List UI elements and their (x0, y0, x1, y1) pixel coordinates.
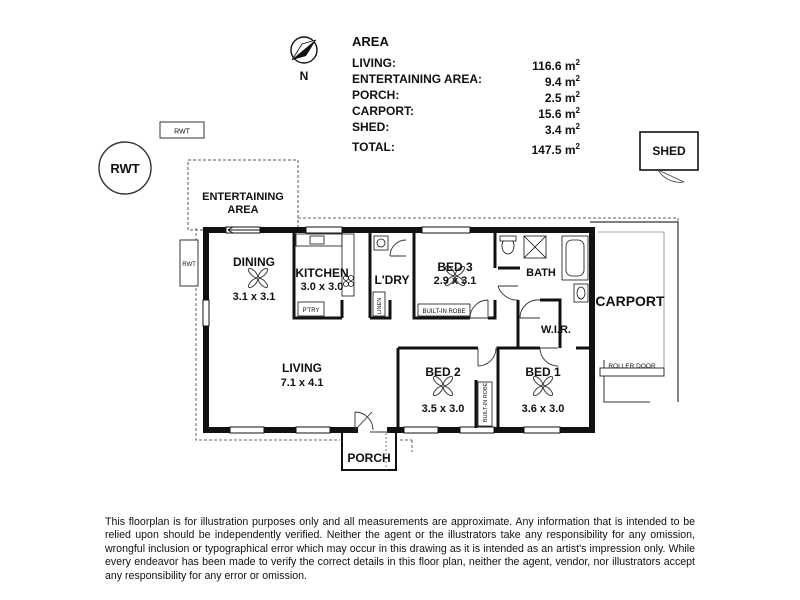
shed-label: SHED (652, 144, 686, 158)
dining-size: 3.1 x 3.1 (233, 291, 276, 303)
bed2-robe-box (477, 381, 493, 427)
bed2-size: 3.5 x 3.0 (422, 403, 465, 415)
kitchen-name: KITCHEN (295, 266, 348, 280)
area-row-name: SHED: (352, 120, 390, 134)
linen-label: LINEN (377, 298, 383, 314)
area-row: PORCH: 2.5 m2 (352, 87, 580, 105)
disclaimer-text: This floorplan is for illustration purpo… (105, 516, 695, 582)
rwt-box-top (159, 121, 205, 139)
area-row: CARPORT: 15.6 m2 (352, 103, 580, 121)
carport-label: CARPORT (595, 293, 665, 309)
area-row-value: 9.4 m2 (544, 74, 580, 89)
interior-walls (292, 232, 592, 430)
sliding-door-arrows (227, 226, 269, 234)
bed2-robe-label: BUILT-IN ROBE (483, 382, 489, 422)
entertaining-label-1: ENTERTAINING (202, 191, 284, 203)
bed1-size: 3.6 x 3.0 (522, 403, 565, 415)
dining-name: DINING (233, 255, 275, 269)
area-row-value: 3.4 m2 (544, 122, 580, 137)
area-row: SHED: 3.4 m2 (352, 119, 580, 137)
rwt-box-side (179, 239, 199, 287)
rwt-circle-label: RWT (110, 161, 139, 176)
wir-label: W.I.R. (541, 324, 571, 336)
kitchen-fixtures (295, 233, 389, 297)
pantry-box (297, 301, 325, 317)
rwt-top-label: RWT (174, 129, 191, 136)
area-row: LIVING: 116.6 m2 (352, 55, 580, 73)
bathroom-fixtures (499, 235, 589, 303)
area-total-row: TOTAL: 147.5 m2 (352, 139, 581, 157)
area-row-value: 2.5 m2 (544, 90, 580, 105)
area-schedule-title: AREA (352, 34, 389, 49)
area-row-value: 15.6 m2 (538, 106, 580, 121)
door-swings (354, 239, 559, 433)
pantry-label: P'TRY (302, 308, 319, 314)
bed3-robe-box (417, 303, 471, 317)
area-total-value: 147.5 m2 (531, 142, 581, 157)
roller-door-label: ROLLER DOOR (608, 363, 656, 370)
site-boundary-dashed (195, 217, 679, 452)
kitchen-size: 3.0 x 3.0 (301, 281, 344, 293)
area-total-name: TOTAL: (352, 140, 395, 154)
area-row-name: ENTERTAINING AREA: (352, 72, 482, 86)
laundry-label: L'DRY (374, 273, 409, 287)
linen-cupboard (372, 291, 386, 317)
area-row-value: 116.6 m2 (532, 58, 580, 73)
shed-door-swing (657, 169, 685, 183)
living-name: LIVING (282, 361, 322, 375)
bath-label: BATH (526, 267, 556, 279)
area-row-name: PORCH: (352, 88, 400, 102)
rwt-side-label: RWT (182, 262, 196, 268)
carport-outline (590, 221, 679, 403)
bed3-robe-label: BUILT-IN ROBE (423, 309, 466, 315)
bed3-size: 2.9 x 3.1 (434, 275, 477, 287)
entertaining-area-outline (187, 159, 299, 231)
living-size: 7.1 x 4.1 (281, 377, 324, 389)
porch-label: PORCH (347, 451, 390, 465)
entertaining-label-2: AREA (227, 204, 258, 216)
bed1-name: BED 1 (525, 365, 561, 379)
bed2-name: BED 2 (425, 365, 461, 379)
ceiling-fan-icon (247, 265, 554, 397)
compass-north-label: N (300, 69, 309, 83)
rwt-tank-circle (98, 141, 152, 195)
bed3-name: BED 3 (437, 260, 473, 274)
area-row-name: CARPORT: (352, 104, 414, 118)
area-schedule: AREA LIVING: 116.6 m2 ENTERTAINING AREA:… (352, 34, 581, 157)
north-compass-icon (290, 36, 318, 64)
shed-box (639, 131, 699, 171)
area-row: ENTERTAINING AREA: 9.4 m2 (352, 71, 580, 89)
porch-outline (341, 433, 397, 471)
area-row-name: LIVING: (352, 56, 396, 70)
